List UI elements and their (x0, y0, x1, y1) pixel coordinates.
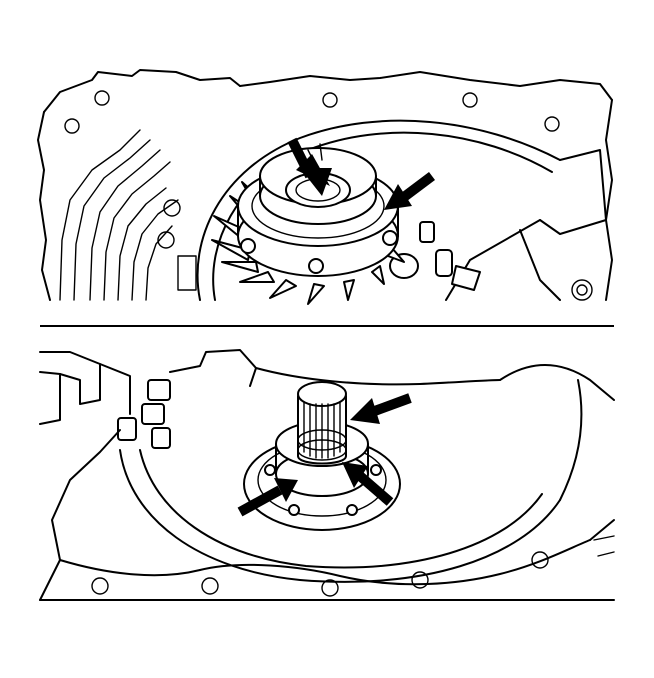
lower-panel (39, 349, 615, 601)
input-shaft-assembly (243, 381, 401, 531)
arrow-shaft-ring (350, 393, 412, 424)
arrow-ring-edge (384, 172, 435, 210)
arrow-hub-seal (287, 137, 332, 196)
arrow-left-seal (237, 478, 298, 517)
lower-arrows (237, 393, 412, 517)
arrow-right-seal (342, 462, 394, 506)
upper-panel (37, 69, 613, 305)
lower-housing (39, 349, 615, 601)
upper-arrows (287, 137, 435, 210)
